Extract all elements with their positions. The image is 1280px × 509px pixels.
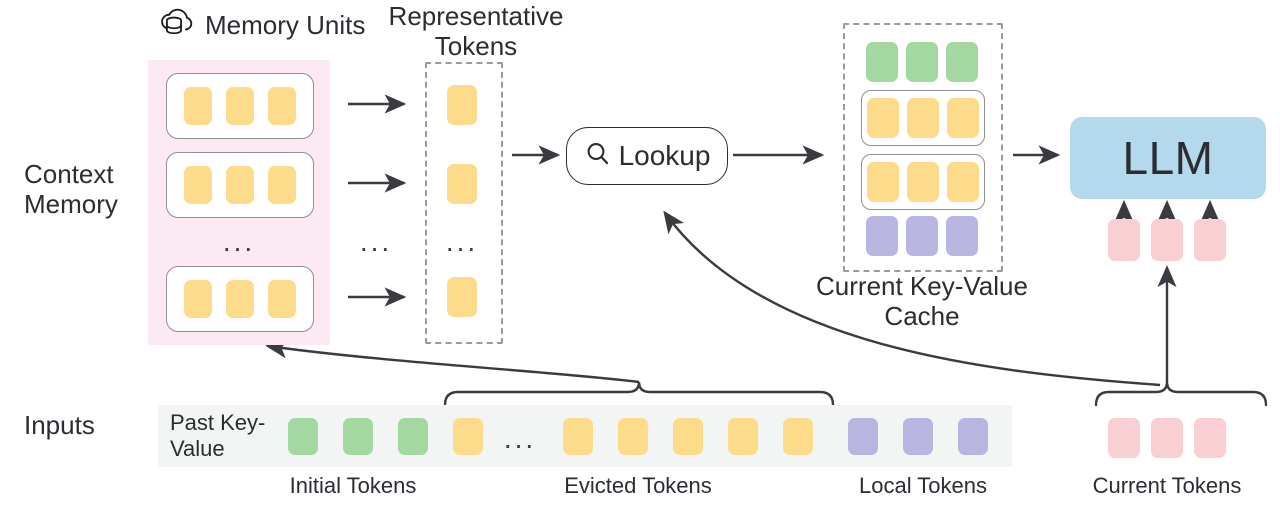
cache-token — [946, 216, 978, 256]
input-token-initial-3 — [398, 418, 428, 455]
input-token-local-3 — [958, 418, 988, 455]
representative-tokens-ellipsis: ... — [445, 226, 479, 257]
past-key-value-label: Past Key-Value — [170, 410, 266, 462]
input-token-evicted-5 — [728, 418, 758, 455]
input-token-current-3 — [1194, 418, 1226, 458]
cache-token — [907, 98, 939, 138]
current-kv-cache-pane — [843, 23, 1003, 272]
current-tokens-to-lookup-arrow — [663, 210, 1161, 387]
evicted-to-context-memory-arrow — [265, 339, 640, 384]
memory-token — [268, 87, 296, 125]
input-token-evicted-2 — [563, 418, 593, 455]
cache-token — [907, 162, 939, 202]
evicted-tokens-brace — [443, 381, 835, 407]
inputs-row-label: Inputs — [24, 410, 95, 440]
memory-token — [226, 166, 254, 204]
current-tokens-to-llm-arrows — [1113, 199, 1221, 224]
input-token-current-2 — [1151, 418, 1183, 458]
memory-unit-3[interactable] — [166, 266, 314, 332]
memory-token — [184, 280, 212, 318]
input-token-initial-1 — [288, 418, 318, 455]
cache-token — [946, 42, 978, 82]
caption-evicted-tokens: Evicted Tokens — [564, 473, 712, 498]
llm-input-token-2 — [1151, 219, 1183, 261]
representative-token-1 — [447, 85, 477, 125]
memory-unit-2[interactable] — [166, 152, 314, 218]
lookup-label: Lookup — [618, 140, 711, 171]
search-icon — [584, 140, 612, 173]
memory-units-label: Memory Units — [205, 9, 366, 40]
cache-token — [867, 98, 899, 138]
representative-tokens-header: Representative Tokens — [388, 1, 564, 61]
representative-token-3 — [447, 277, 477, 317]
memory-token — [184, 87, 212, 125]
cache-token — [906, 216, 938, 256]
caption-current-tokens: Current Tokens — [1092, 473, 1242, 498]
cache-row-retrieved-2[interactable] — [861, 154, 985, 210]
input-token-current-1 — [1108, 418, 1140, 458]
current-tokens-brace — [1094, 381, 1268, 407]
caption-initial-tokens: Initial Tokens — [289, 473, 417, 498]
input-token-evicted-3 — [618, 418, 648, 455]
memory-token — [226, 280, 254, 318]
memory-units-ellipsis: ... — [222, 226, 256, 257]
cache-row-retrieved-1[interactable] — [861, 90, 985, 146]
input-strip-ellipsis: ... — [503, 423, 537, 454]
input-token-evicted-6 — [783, 418, 813, 455]
memory-unit-1[interactable] — [166, 73, 314, 139]
input-token-initial-2 — [343, 418, 373, 455]
cache-row-local-tokens — [866, 216, 978, 256]
memory-token — [184, 166, 212, 204]
representative-token-2 — [447, 164, 477, 204]
caption-local-tokens: Local Tokens — [858, 473, 987, 498]
cache-token — [866, 42, 898, 82]
cache-token — [947, 162, 979, 202]
memory-token — [268, 280, 296, 318]
cache-token — [906, 42, 938, 82]
llm-box[interactable]: LLM — [1070, 117, 1266, 199]
representative-tokens-pane — [425, 62, 503, 344]
cache-token — [867, 162, 899, 202]
llm-label: LLM — [1122, 132, 1214, 184]
cache-token — [947, 98, 979, 138]
memory-token — [268, 166, 296, 204]
llm-input-token-3 — [1194, 219, 1226, 261]
lookup-box[interactable]: Lookup — [566, 127, 728, 185]
unit-arrows-ellipsis: ... — [359, 226, 393, 257]
input-token-evicted-1 — [453, 418, 483, 455]
input-token-local-2 — [903, 418, 933, 455]
memory-units-header: Memory Units — [158, 4, 365, 47]
memory-token — [226, 87, 254, 125]
cloud-database-icon — [158, 4, 196, 47]
unit-to-token-arrows — [348, 94, 407, 307]
context-memory-row-label: Context Memory — [24, 159, 118, 219]
current-kv-cache-caption: Current Key-Value Cache — [816, 271, 1028, 331]
input-token-evicted-4 — [673, 418, 703, 455]
cache-row-initial-tokens — [866, 42, 978, 82]
input-token-local-1 — [848, 418, 878, 455]
cache-token — [866, 216, 898, 256]
llm-input-token-1 — [1108, 219, 1140, 261]
